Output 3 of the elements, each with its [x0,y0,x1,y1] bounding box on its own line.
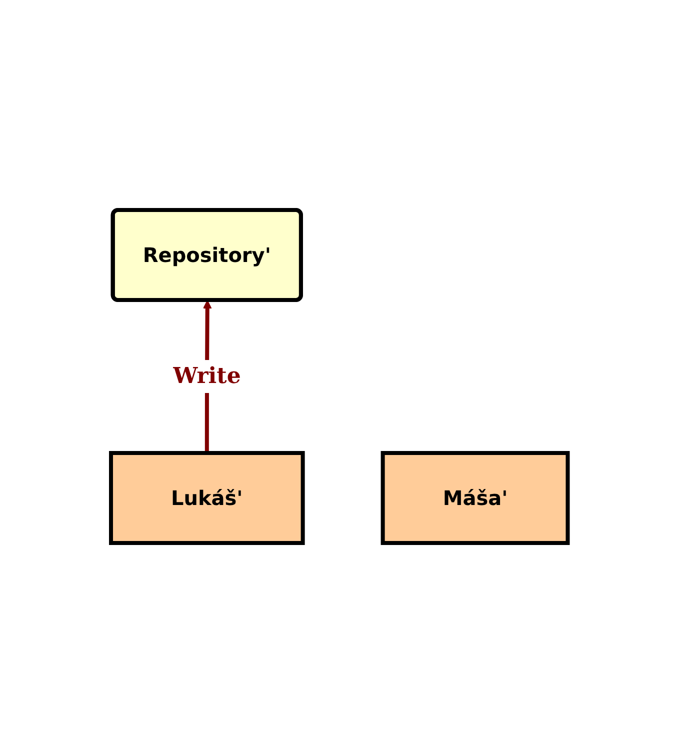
node-box: Lukáš' [108,451,304,545]
node-box: Máša' [380,451,570,545]
edge-label: Write [172,363,240,389]
